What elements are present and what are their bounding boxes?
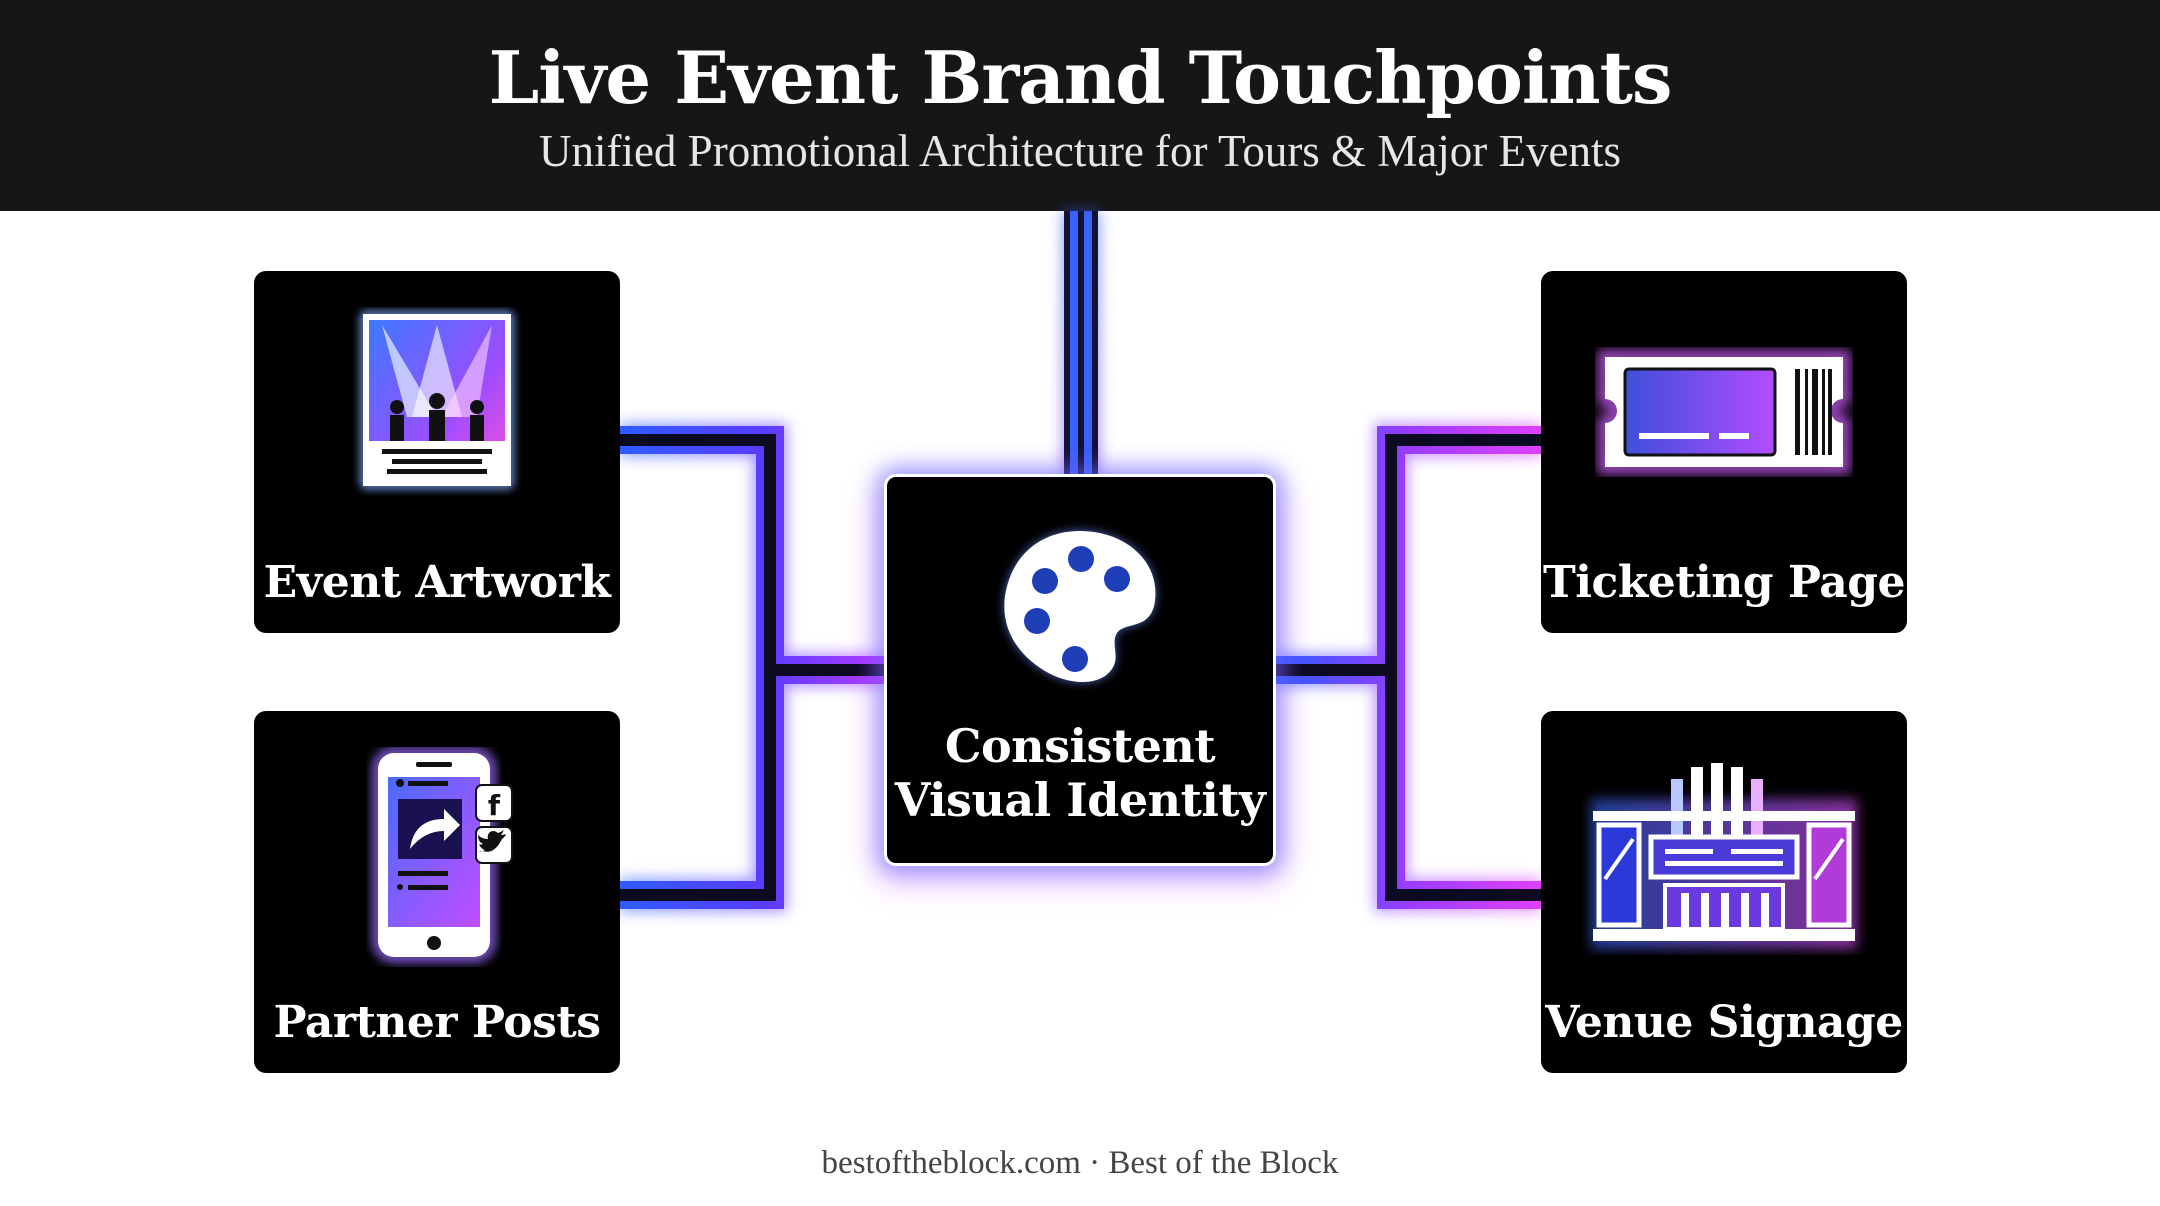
page-title: Live Event Brand Touchpoints [488,35,1673,120]
hub-label-line2: Visual Identity [894,773,1266,827]
phone-social-share-icon: f [372,747,513,963]
ticket-icon [1598,350,1850,474]
card-venue-signage[interactable]: Venue Signage [1541,711,1907,1073]
touchpoint-label: Ticketing Page [1542,557,1906,608]
touchpoint-label: Partner Posts [273,997,601,1048]
header-bar: Live Event Brand Touchpoints Unified Pro… [0,0,2160,211]
card-ticketing-page[interactable]: Ticketing Page [1541,271,1907,633]
svg-text:f: f [488,789,501,822]
connector-top [1064,211,1098,476]
concert-poster-icon [359,310,515,490]
footer-credit: bestoftheblock.com · Best of the Block [821,1145,1339,1181]
hub-label: Consistent Visual Identity [887,719,1273,827]
card-partner-posts[interactable]: f Partner Posts [254,711,620,1073]
page-subtitle: Unified Promotional Architecture for Tou… [538,126,1622,176]
touchpoint-label: Venue Signage [1545,997,1903,1048]
palette-icon [1004,531,1156,683]
hub-label-line1: Consistent [944,719,1216,773]
venue-marquee-icon [1591,763,1857,949]
card-event-artwork[interactable]: Event Artwork [254,271,620,633]
hub-card[interactable]: Consistent Visual Identity [884,474,1276,866]
connector-left-core [620,434,884,901]
connector-right-core [1276,434,1541,901]
touchpoint-label: Event Artwork [263,557,611,608]
